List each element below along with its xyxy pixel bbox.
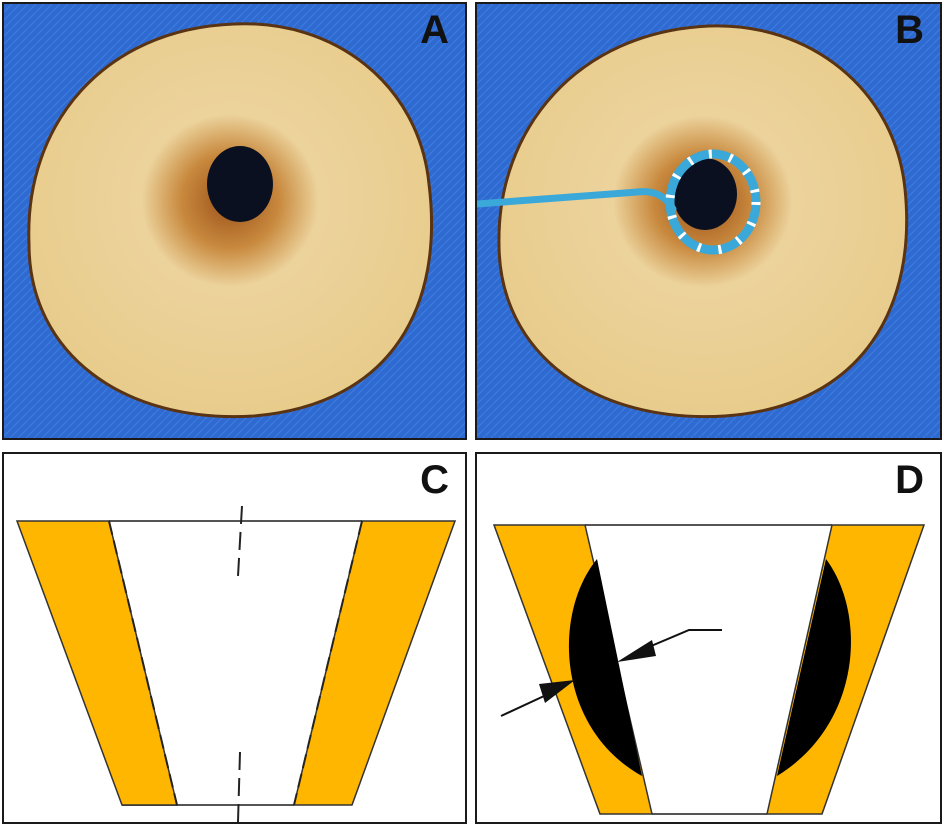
panel-b: B (475, 2, 942, 440)
arrow-inner-head (617, 640, 656, 662)
schematic-d (492, 524, 926, 815)
left-wall (15, 520, 178, 806)
right-lesion (777, 559, 851, 776)
center-axis-top (237, 505, 243, 577)
panel-label-d: D (895, 458, 924, 502)
lumen-b (673, 158, 737, 230)
arrow-inner-leader (636, 629, 722, 653)
panel-a: A (2, 2, 467, 440)
panel-label-b: B (895, 8, 924, 52)
left-wall-dashed-edge (108, 520, 178, 806)
panel-c: C (2, 452, 467, 824)
right-wall (293, 520, 457, 806)
tissue-ring-photo-a (4, 4, 465, 438)
arrow-outer-head (539, 680, 575, 703)
center-axis-bottom (237, 751, 241, 822)
left-lesion (568, 559, 642, 776)
panel-d: D (475, 452, 942, 824)
panel-label-c: C (420, 458, 449, 502)
tissue-ring-photo-b (477, 4, 940, 438)
right-wall-dashed-edge (293, 520, 363, 806)
panel-label-a: A (420, 8, 449, 52)
lumen-a (207, 146, 273, 222)
schematic-c (15, 505, 457, 822)
catheter-electrodes (665, 149, 761, 255)
